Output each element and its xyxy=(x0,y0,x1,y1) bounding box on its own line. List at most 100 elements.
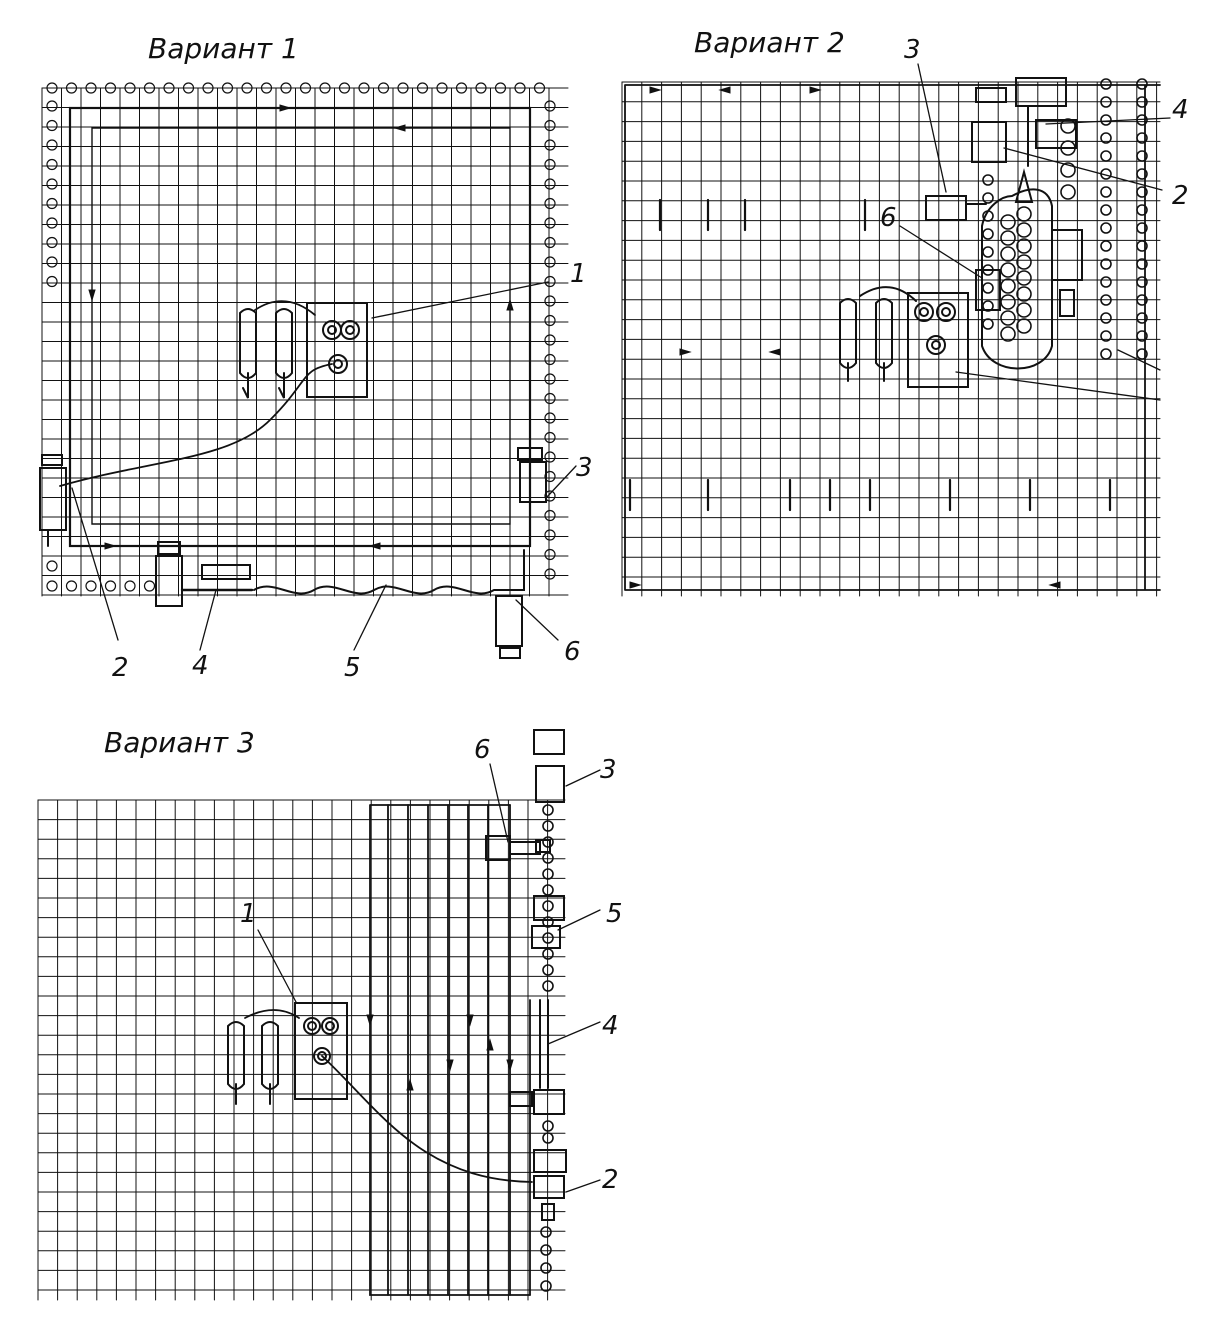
chain-link xyxy=(982,228,994,240)
marker-circle xyxy=(104,580,117,592)
chain-link xyxy=(542,964,554,976)
marker-circle xyxy=(1136,96,1148,108)
marker-circle xyxy=(46,158,58,171)
marker-circle xyxy=(544,548,556,561)
marker-circle xyxy=(544,529,556,541)
marker-circle xyxy=(1136,78,1148,90)
chain-link xyxy=(542,932,554,944)
marker-circle xyxy=(338,82,351,94)
marker-circle xyxy=(544,509,556,522)
marker-circle xyxy=(1060,162,1076,178)
marker-circle xyxy=(1100,186,1112,198)
marker-circle xyxy=(124,580,136,592)
marker-circle xyxy=(124,82,136,94)
marker-circle xyxy=(1136,150,1148,162)
marker-circle xyxy=(46,197,58,210)
marker-circle xyxy=(1136,132,1148,144)
marker-circle xyxy=(544,568,556,580)
marker-circle xyxy=(46,236,58,249)
panel-title: Вариант 2 xyxy=(694,26,845,59)
chain-link xyxy=(542,836,554,848)
callout-6: 6 xyxy=(474,735,491,765)
trailer-chain xyxy=(982,78,1148,360)
marker-circle xyxy=(1136,222,1148,234)
marker-circle xyxy=(85,580,97,592)
marker-circle xyxy=(544,314,556,327)
marker-circle xyxy=(358,82,370,94)
marker-circle xyxy=(1136,294,1148,306)
marker-circle xyxy=(544,197,556,210)
boundary-markers xyxy=(46,82,556,592)
marker-circle xyxy=(221,82,234,94)
marker-circle xyxy=(46,580,58,592)
route-path xyxy=(624,84,1161,591)
marker-circle xyxy=(1100,258,1112,270)
route-path xyxy=(68,104,532,550)
marker-circle xyxy=(1100,96,1112,108)
callout-6: 6 xyxy=(564,637,581,667)
machines xyxy=(925,77,1083,370)
chain-link xyxy=(1016,222,1032,238)
marker-circle xyxy=(1100,330,1112,342)
marker-circle xyxy=(544,392,556,405)
panel-title: Вариант 3 xyxy=(104,726,255,759)
marker-circle xyxy=(455,82,468,94)
callout-leaders xyxy=(257,763,601,1193)
marker-circle xyxy=(65,580,78,592)
chain-link xyxy=(1016,254,1032,270)
marker-circle xyxy=(377,82,390,94)
chain-link xyxy=(542,804,554,816)
marker-circle xyxy=(319,82,331,94)
chain-link xyxy=(1016,206,1032,222)
marker-circle xyxy=(46,275,58,288)
marker-circle xyxy=(544,178,556,190)
marker-circle xyxy=(65,82,78,94)
marker-circle xyxy=(46,100,58,112)
chain-link xyxy=(1016,270,1032,286)
chain-link xyxy=(542,916,554,928)
chain-link xyxy=(982,210,994,222)
marker-circle xyxy=(85,82,97,94)
marker-circle xyxy=(260,82,273,94)
chain-link xyxy=(1000,278,1016,294)
chain-link xyxy=(982,192,994,204)
chain-link xyxy=(1016,286,1032,302)
chain-link xyxy=(1000,262,1016,278)
grid-lines xyxy=(41,87,569,597)
marker-circle xyxy=(1136,240,1148,252)
chain-link xyxy=(982,246,994,258)
chain-link xyxy=(1016,238,1032,254)
plant-unit xyxy=(839,286,969,388)
marker-circle xyxy=(104,82,117,94)
marker-circle xyxy=(544,139,556,151)
callout-labels: 6 3 5 1 4 2 xyxy=(240,735,623,1195)
marker-circle xyxy=(544,295,556,307)
marker-circle xyxy=(544,275,556,288)
marker-circle xyxy=(1100,348,1112,360)
callout-1: 1 xyxy=(240,899,257,929)
callout-3: 3 xyxy=(600,755,617,785)
cleared-strips xyxy=(366,804,531,1296)
callout-labels: 1 2 3 4 5 6 xyxy=(112,259,593,683)
marker-circle xyxy=(182,82,195,94)
callout-5: 5 xyxy=(344,653,361,683)
marker-circle xyxy=(46,560,58,572)
chain-link xyxy=(542,820,554,832)
marker-circle xyxy=(46,178,58,190)
callout-4: 4 xyxy=(602,1011,619,1041)
chain-link xyxy=(542,868,554,880)
marker-circle xyxy=(1100,312,1112,324)
marker-circle xyxy=(202,82,214,94)
chain-link xyxy=(542,1132,554,1144)
marker-circle xyxy=(46,256,58,268)
chain-link xyxy=(542,980,554,992)
marker-circle xyxy=(475,82,487,94)
callout-6: 6 xyxy=(880,203,897,233)
marker-circle xyxy=(544,119,556,132)
callout-5: 5 xyxy=(606,899,623,929)
marker-circle xyxy=(1136,348,1148,360)
marker-circle xyxy=(544,236,556,249)
chain-link xyxy=(982,318,994,330)
callout-leaders xyxy=(71,281,577,651)
